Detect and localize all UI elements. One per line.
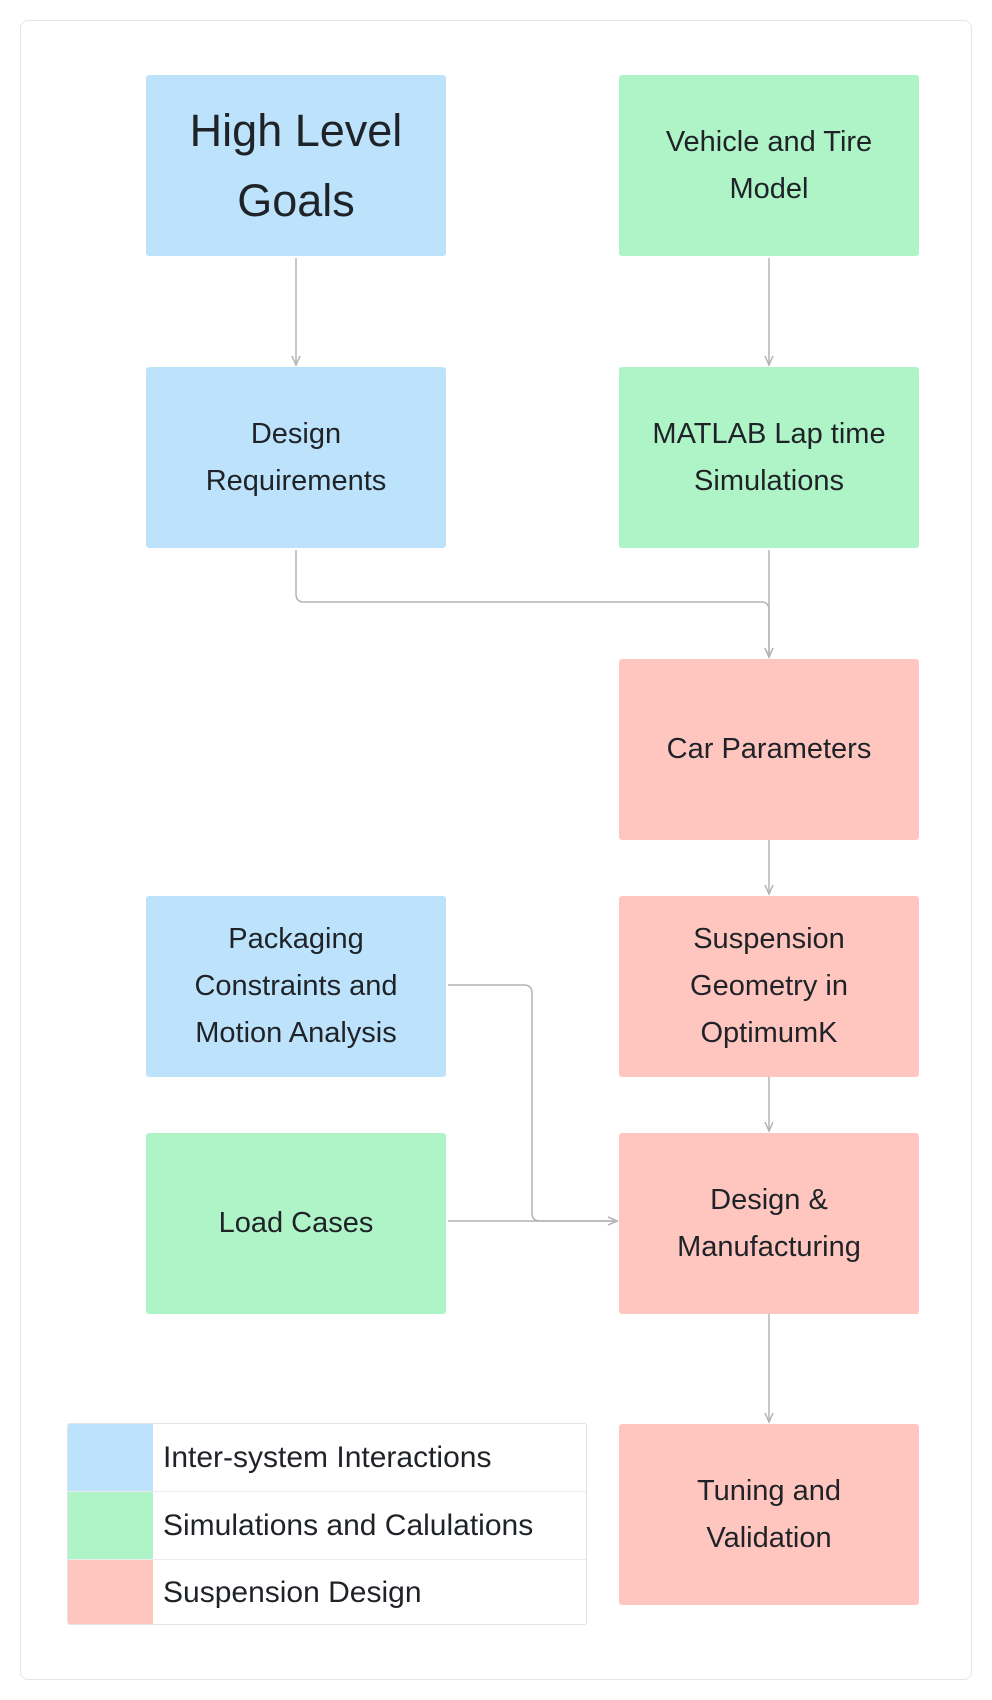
- diagram-frame: [20, 20, 972, 1680]
- legend-label: Simulations and Calulations: [163, 1508, 534, 1542]
- legend-item-simulations: Simulations and Calulations: [68, 1492, 586, 1560]
- edge-packaging-to-design: [448, 984, 619, 1226]
- node-tuning-validation: Tuning and Validation: [619, 1424, 919, 1605]
- legend: Inter-system Interactions Simulations an…: [67, 1423, 587, 1625]
- edge-requirements-to-car-parameters: [295, 550, 774, 659]
- legend-swatch-blue: [68, 1424, 153, 1491]
- node-label: Tuning and Validation: [696, 1474, 842, 1554]
- node-label: Load Cases: [218, 1207, 374, 1239]
- node-label: MATLAB Lap time Simulations: [652, 417, 886, 497]
- legend-swatch-green: [68, 1492, 153, 1559]
- node-packaging-constraints: Packaging Constraints and Motion Analysi…: [146, 896, 446, 1077]
- node-label: Vehicle and Tire Model: [665, 125, 873, 205]
- node-label: High Level Goals: [189, 104, 403, 226]
- legend-item-inter-system: Inter-system Interactions: [68, 1424, 586, 1492]
- node-label: Suspension Geometry in OptimumK: [690, 923, 848, 1049]
- node-high-level-goals: High Level Goals: [146, 75, 446, 256]
- node-label: Design Requirements: [205, 417, 387, 497]
- legend-item-suspension: Suspension Design: [68, 1560, 586, 1624]
- legend-label: Suspension Design: [163, 1576, 422, 1609]
- node-design-requirements: Design Requirements: [146, 367, 446, 548]
- node-matlab-simulations: MATLAB Lap time Simulations: [619, 367, 919, 548]
- node-label: Design & Manufacturing: [677, 1183, 861, 1263]
- node-vehicle-tire-model: Vehicle and Tire Model: [619, 75, 919, 256]
- node-label: Car Parameters: [666, 733, 872, 765]
- node-load-cases: Load Cases: [146, 1133, 446, 1314]
- node-label: Packaging Constraints and Motion Analysi…: [194, 923, 398, 1049]
- node-suspension-geometry: Suspension Geometry in OptimumK: [619, 896, 919, 1077]
- legend-swatch-red: [68, 1560, 153, 1624]
- node-car-parameters: Car Parameters: [619, 659, 919, 840]
- node-design-manufacturing: Design & Manufacturing: [619, 1133, 919, 1314]
- legend-label: Inter-system Interactions: [163, 1440, 492, 1474]
